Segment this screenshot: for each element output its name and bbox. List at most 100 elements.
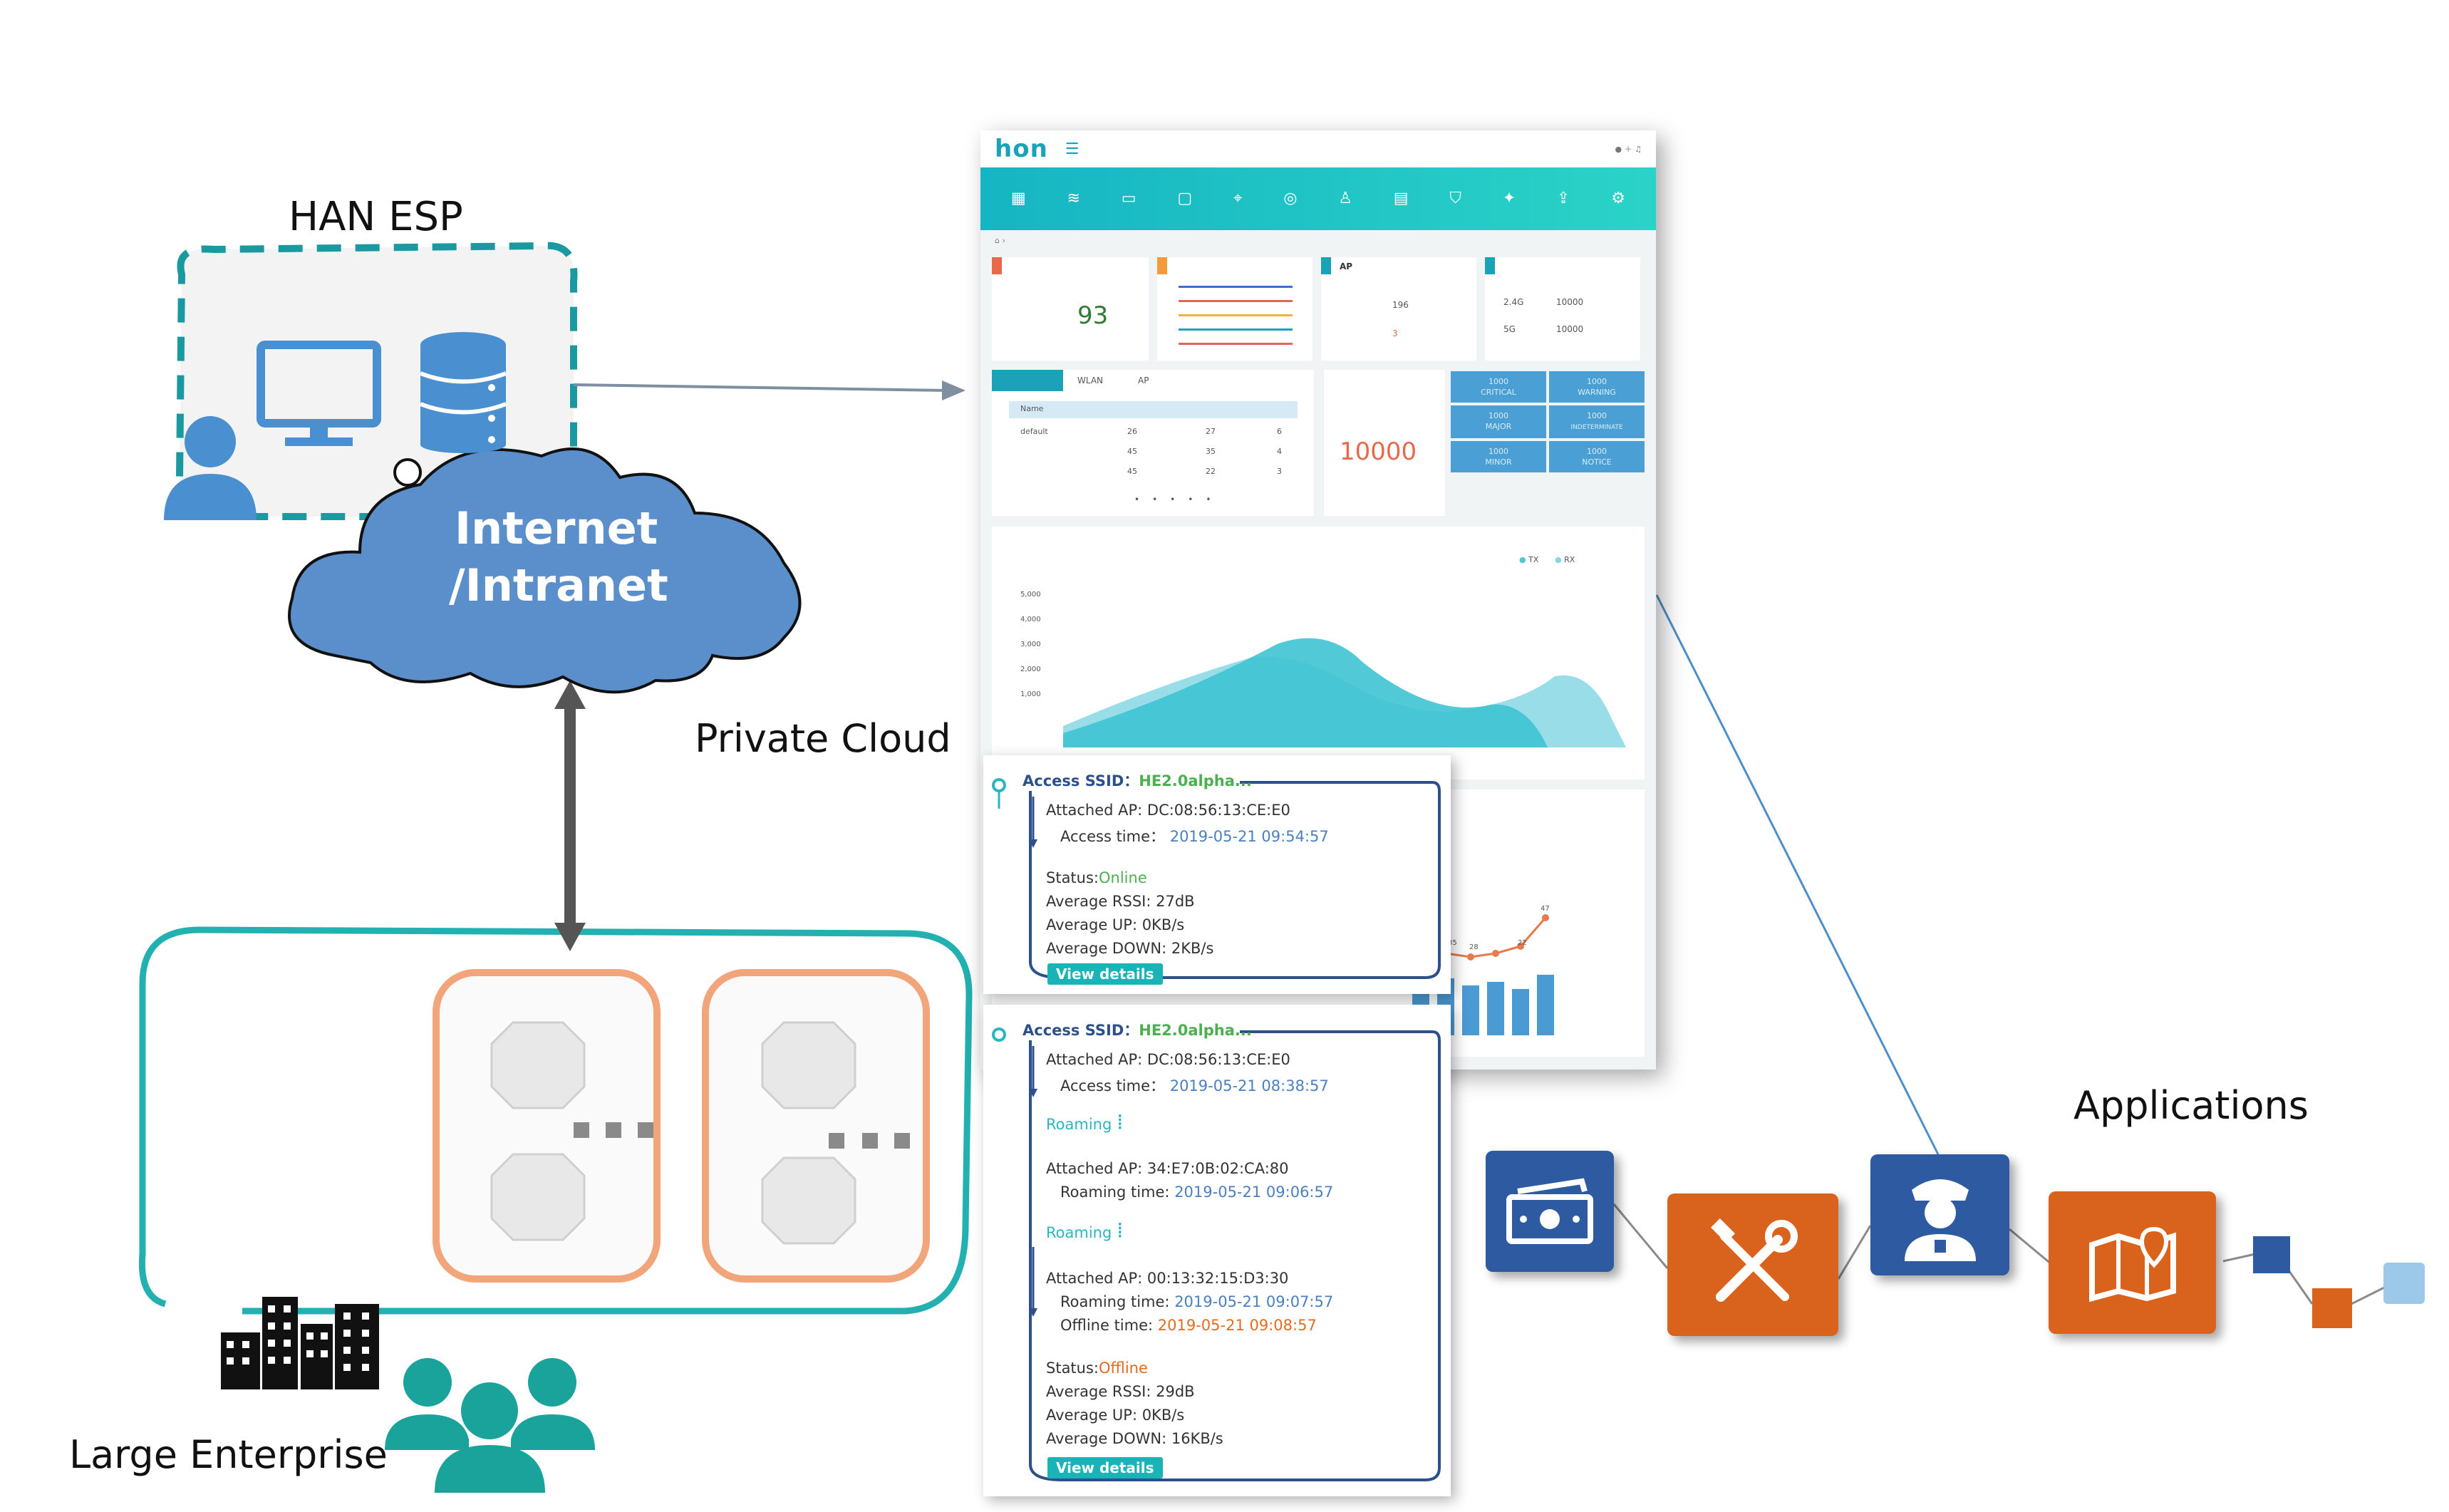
roaming-label: Roaming ⁞ [1046, 1110, 1124, 1135]
access-time-line: Access time： 2019-05-21 09:54:57 [1060, 828, 1329, 845]
footprints-icon: ⁞ [1116, 1218, 1124, 1243]
view-details-button[interactable]: View details [1047, 1457, 1163, 1479]
score-value: 93 [1077, 301, 1109, 330]
money-icon [1506, 1178, 1593, 1244]
tools-icon [1711, 1218, 1798, 1302]
y-tick: 4,000 [1020, 616, 1041, 623]
nav-home-icon[interactable]: ▦ [1010, 190, 1026, 207]
record-timeline-frame [992, 1027, 1441, 1481]
bars-card [1157, 257, 1312, 361]
rssi-line: Average RSSI: 29dB [1046, 1383, 1195, 1400]
y-tick: 1,000 [1020, 690, 1041, 698]
view-details-button[interactable]: View details [1047, 963, 1163, 985]
app-security-tile[interactable] [1870, 1154, 2009, 1275]
score-card: 93 [992, 257, 1149, 361]
nav-network-icon[interactable]: ▤ [1393, 190, 1409, 207]
ap-group-right [702, 969, 930, 1283]
y-tick: 2,000 [1020, 666, 1041, 673]
legend-tx: ● TX [1519, 555, 1539, 564]
menu-icon[interactable]: ☰ [1065, 140, 1079, 158]
line-label: 22 [1518, 939, 1527, 947]
buildings-icon [221, 1297, 379, 1389]
enterprise-boundary [138, 926, 973, 1315]
tab-wlan[interactable]: WLAN [1077, 376, 1104, 385]
user-icon [164, 416, 257, 520]
dashboard-navbar: ▦ ≋ ▭ ▢ ⌖ ◎ ♙ ▤ ⛉ ✦ ⇪ ⚙ [980, 167, 1656, 230]
attached-ap-line: Attached AP: 34:E7:0B:02:CA:80 [1046, 1160, 1289, 1177]
alarm-count: 10000 [1340, 437, 1417, 466]
nav-diagnose-icon[interactable]: ✦ [1502, 190, 1516, 207]
group-icon [385, 1358, 595, 1493]
status-line: Status:Online [1046, 869, 1147, 886]
app-maintenance-tile[interactable] [1667, 1193, 1838, 1336]
app-payment-tile[interactable] [1486, 1151, 1614, 1272]
monitor-icon [257, 341, 381, 446]
nav-device-icon[interactable]: ▭ [1121, 190, 1137, 207]
line-label: 28 [1469, 943, 1479, 951]
up-line: Average UP: 0KB/s [1046, 1407, 1185, 1424]
status-line: Status:Offline [1046, 1360, 1148, 1377]
chain-node-light [2383, 1263, 2425, 1304]
access-point [490, 1021, 856, 1245]
roaming-label: Roaming ⁞ [1046, 1218, 1124, 1243]
footprints-icon: ⁞ [1116, 1110, 1124, 1135]
applications-label: Applications [2073, 1083, 2309, 1128]
nav-wlan-icon[interactable]: ≋ [1067, 190, 1080, 207]
dashboard-to-apps-line [1655, 594, 1940, 1155]
area-chart [1063, 638, 1626, 747]
tab-ap[interactable]: AP [1138, 376, 1149, 385]
ap-card: AP 196 3 [1321, 257, 1476, 361]
band-card: 2.4G 10000 5G 10000 [1485, 257, 1640, 361]
nav-radio-icon[interactable]: ◎ [1283, 190, 1298, 207]
ap-online-value: 196 [1392, 300, 1409, 310]
nav-settings-icon[interactable]: ⚙ [1611, 190, 1625, 207]
ap-offline-value: 3 [1392, 328, 1398, 338]
line-label: 47 [1541, 905, 1550, 913]
down-line: Average DOWN: 2KB/s [1046, 940, 1214, 957]
down-line: Average DOWN: 16KB/s [1046, 1430, 1223, 1447]
nav-map-icon[interactable]: ⌖ [1233, 190, 1243, 207]
internet-cloud [288, 447, 802, 694]
nav-terminal-icon[interactable]: ▢ [1177, 190, 1193, 207]
breadcrumb: ⌂ › [995, 236, 1005, 245]
police-icon [1904, 1179, 1976, 1261]
rssi-line: Average RSSI: 27dB [1046, 893, 1195, 910]
roaming-time-line: Roaming time: 2019-05-21 09:07:57 [1060, 1293, 1334, 1310]
intranet-label: /Intranet [449, 559, 668, 611]
app-location-tile[interactable] [2049, 1191, 2216, 1334]
app-chain [1612, 1203, 2388, 1305]
offline-time-line: Offline time: 2019-05-21 09:08:57 [1060, 1317, 1317, 1334]
legend-rx: ● RX [1555, 555, 1575, 564]
topbar-user-icons[interactable]: ● ＋ ♫ [1615, 145, 1642, 154]
alarm-card: 10000 [1324, 370, 1445, 516]
tab-active[interactable] [992, 370, 1063, 391]
nav-upload-icon[interactable]: ⇪ [1556, 190, 1570, 207]
access-time-line: Access time： 2019-05-21 08:38:57 [1060, 1077, 1329, 1094]
ssid-table-card: WLAN AP Name default 26 27 6 45 35 4 45 … [992, 370, 1314, 516]
roaming-time-line: Roaming time: 2019-05-21 09:06:57 [1060, 1184, 1334, 1201]
attached-ap-line: Attached AP: DC:08:56:13:CE:E0 [1046, 802, 1290, 819]
pagination-dots[interactable]: ••••• [1134, 494, 1224, 504]
dashboard-topbar: hon ☰ ● ＋ ♫ [980, 130, 1656, 167]
ssid-line: Access SSID：HE2.0alpha... [1022, 772, 1252, 789]
attached-ap-line: Attached AP: 00:13:32:15:D3:30 [1046, 1270, 1289, 1287]
map-icon [2088, 1226, 2176, 1302]
table-row-name: default [1020, 427, 1048, 436]
access-record-online: Access SSID：HE2.0alpha... Attached AP: D… [983, 755, 1451, 994]
large-enterprise-label: Large Enterprise [69, 1432, 388, 1477]
nav-shield-icon[interactable]: ⛉ [1449, 190, 1461, 207]
line-label: 35 [1448, 939, 1457, 947]
up-line: Average UP: 0KB/s [1046, 916, 1185, 933]
ssid-line: Access SSID：HE2.0alpha... [1022, 1022, 1252, 1039]
ap-ellipsis [574, 1122, 910, 1149]
attached-ap-line: Attached AP: DC:08:56:13:CE:E0 [1046, 1051, 1290, 1068]
database-icon [419, 332, 507, 453]
nav-user-icon[interactable]: ♙ [1338, 190, 1352, 207]
